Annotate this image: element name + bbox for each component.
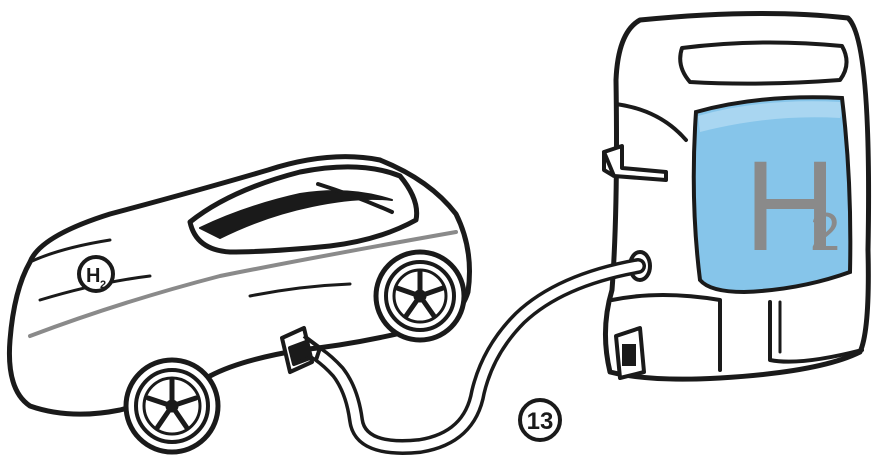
power-switch-icon xyxy=(616,328,644,378)
tank-h2-label: H 2 xyxy=(744,135,840,278)
tank-label-2: 2 xyxy=(810,202,840,262)
car-h2-badge: H 2 xyxy=(79,257,113,291)
car-badge-2: 2 xyxy=(100,279,106,291)
car-front-wheel xyxy=(126,360,218,452)
car-rear-wheel xyxy=(376,252,464,340)
car-badge-h: H xyxy=(86,265,100,287)
step-number: 13 xyxy=(527,408,554,435)
step-number-badge: 13 xyxy=(520,400,560,440)
